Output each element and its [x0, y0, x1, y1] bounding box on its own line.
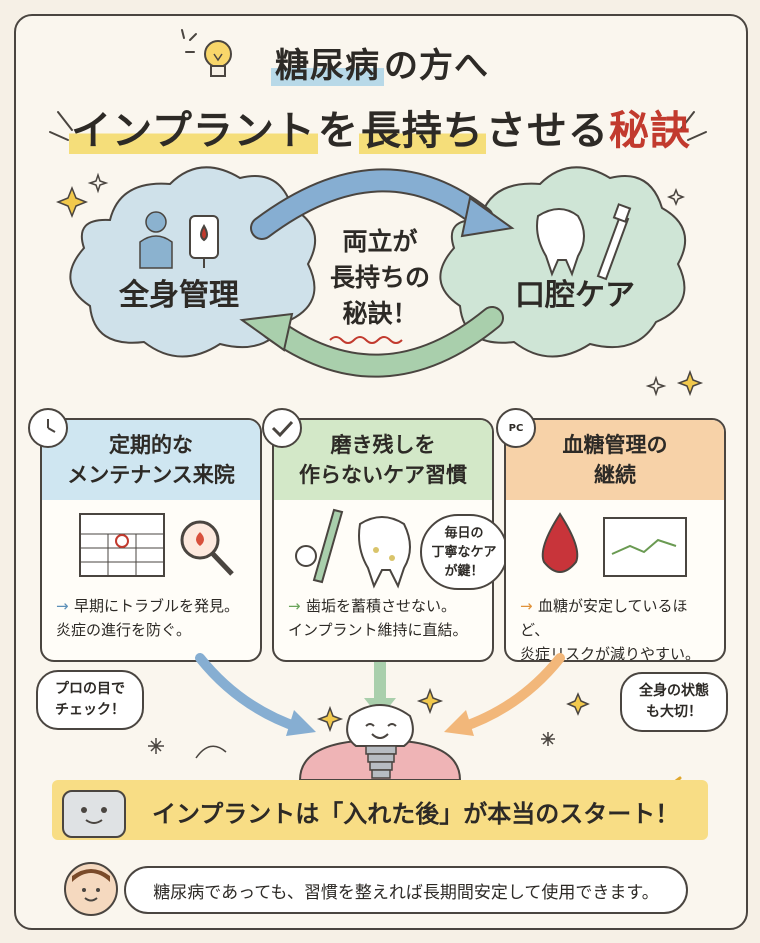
page-title-line1: 糖尿病の方へ — [0, 38, 760, 87]
title-highlight-disease: 糖尿病 — [271, 46, 384, 86]
title-implant: インプラント — [69, 108, 318, 154]
title-particle-wo: を — [317, 108, 359, 154]
calendar-magnifier-illustration — [79, 513, 234, 577]
arrow-blue-icon: → — [56, 597, 69, 615]
banner-text: インプラントは「入れた後」が本当のスタート！ — [152, 800, 680, 828]
card-care-habit-title: 磨き残しを 作らないケア習慣 — [274, 420, 492, 500]
center-line1: 両立が — [342, 227, 418, 256]
avatar — [64, 862, 118, 916]
lightbulb-icon — [204, 40, 232, 77]
clock-icon — [28, 408, 68, 448]
card-glucose-body: →血糖が安定しているほど、 炎症リスクが減りやすい。 — [506, 594, 724, 662]
card-maintenance-title: 定期的な メンテナンス来院 — [42, 420, 260, 500]
card-care-habit-body: →歯垢を蓄積させない。 インプラント維持に直結。 — [274, 594, 492, 642]
center-line3: 秘訣！ — [342, 299, 418, 328]
card-maintenance-text: 早期にトラブルを発見。 炎症の進行を防ぐ。 — [56, 597, 240, 639]
tooth-speech-bubble: 毎日の 丁寧なケア が鍵！ — [420, 514, 508, 590]
banner — [52, 780, 708, 840]
implant-illustration — [195, 653, 565, 781]
arrow-green-icon: → — [288, 597, 301, 615]
left-cloud-label: 全身管理 — [119, 278, 239, 313]
robot-icon — [62, 790, 126, 838]
card-care-habit-text: 歯垢を蓄積させない。 インプラント維持に直結。 — [288, 597, 468, 639]
pc-icon: PC — [496, 408, 536, 448]
blood-drop-chart-illustration — [541, 512, 687, 577]
title-secret: 秘訣 — [608, 108, 691, 154]
right-cloud-label: 口腔ケア — [515, 278, 635, 313]
center-message: 両立が 長持ちの 秘訣！ — [300, 224, 460, 332]
title-line1-rest: の方へ — [384, 46, 489, 86]
title-saseru: させる — [485, 108, 609, 154]
check-icon — [262, 408, 302, 448]
arrow-orange-icon: → — [520, 597, 533, 615]
footer-text: 糖尿病であっても、習慣を整えれば長期間安定して使用できます。 — [153, 882, 659, 903]
tooth-icon — [536, 208, 585, 277]
glucose-meter-icon — [189, 215, 219, 268]
card-glucose: 血糖管理の 継続 →血糖が安定しているほど、 炎症リスクが減りやすい。 — [504, 418, 726, 662]
card-maintenance: 定期的な メンテナンス来院 →早期にトラブルを発見。 炎症の進行を防ぐ。 — [40, 418, 262, 662]
center-line2: 長持ちの — [329, 263, 430, 292]
card-glucose-title: 血糖管理の 継続 — [506, 420, 724, 500]
card-maintenance-body: →早期にトラブルを発見。 炎症の進行を防ぐ。 — [42, 594, 260, 642]
footer-speech-bubble: 糖尿病であっても、習慣を整えれば長期間安定して使用できます。 — [124, 866, 688, 914]
title-long-lasting: 長持ち — [358, 108, 486, 154]
card-glucose-text: 血糖が安定しているほど、 炎症リスクが減りやすい。 — [520, 597, 701, 662]
cycle-diagram — [69, 166, 687, 378]
page-title-line2: インプラントを長持ちさせる秘訣 — [0, 98, 760, 156]
toothbrush-tooth-illustration — [295, 508, 411, 589]
person-icon — [139, 211, 173, 269]
toothbrush-icon — [596, 203, 632, 281]
right-speech-bubble: 全身の状態 も大切！ — [620, 672, 728, 732]
left-speech-bubble: プロの目で チェック！ — [36, 670, 144, 730]
